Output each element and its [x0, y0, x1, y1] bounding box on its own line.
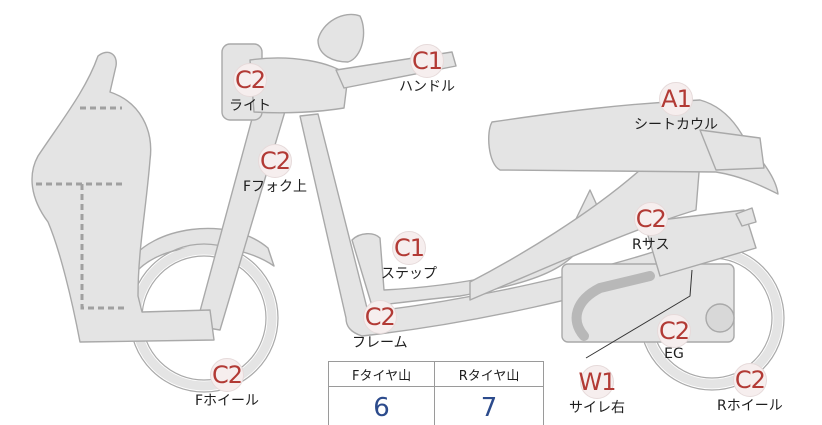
- grade-code: C1: [411, 47, 443, 75]
- grade-badge: C1: [392, 231, 426, 265]
- grade-badge: C2: [732, 363, 767, 397]
- grade-badge: C2: [633, 202, 668, 236]
- part-label: ハンドル: [399, 79, 455, 95]
- part-label: Fフォク上: [243, 179, 308, 195]
- grade-code: C1: [393, 234, 425, 262]
- part-label: Rサス: [632, 237, 670, 253]
- grade-code: C2: [212, 361, 243, 389]
- part-label: シートカウル: [634, 117, 718, 133]
- grade-badge: C2: [233, 63, 267, 97]
- part-label: サイレ右: [569, 400, 625, 416]
- grade-code: W1: [578, 368, 617, 396]
- grade-badge: C2: [657, 314, 691, 348]
- marker-side-cover-right[interactable]: W1 サイレ右: [569, 365, 625, 417]
- part-label: ステップ: [381, 266, 437, 282]
- grade-badge: C2: [258, 144, 293, 178]
- marker-r-sus[interactable]: C2 Rサス: [632, 202, 669, 254]
- part-label: ライト: [229, 98, 271, 114]
- part-label: Rホイール: [717, 398, 783, 414]
- grade-badge: C2: [210, 358, 245, 392]
- marker-frame[interactable]: C2 フレーム: [352, 300, 408, 352]
- grade-code: C2: [635, 205, 667, 233]
- grade-badge: C2: [362, 300, 397, 334]
- part-label: フレーム: [352, 335, 408, 351]
- grade-code: C2: [734, 366, 766, 394]
- leader-line: [585, 269, 693, 359]
- front-tread-header: Fタイヤ山: [327, 361, 436, 387]
- marker-f-wheel[interactable]: C2 Fホイール: [195, 358, 259, 410]
- marker-handle[interactable]: C1 ハンドル: [399, 44, 455, 96]
- leg-shield: [31, 51, 215, 343]
- grade-badge: W1: [578, 365, 617, 399]
- grade-code: C2: [260, 147, 291, 175]
- marker-f-fork-upper[interactable]: C2 Fフォク上: [243, 144, 307, 196]
- front-tread-value: 6: [327, 386, 436, 425]
- rear-tread-value: 7: [434, 386, 544, 425]
- marker-step[interactable]: C1 ステップ: [381, 231, 437, 283]
- marker-eg[interactable]: C2 EG: [657, 314, 691, 362]
- grade-badge: C1: [410, 44, 444, 78]
- rear-tread-header: Rタイヤ山: [434, 361, 544, 387]
- marker-seat-cowl[interactable]: A1 シートカウル: [634, 82, 718, 134]
- marker-light[interactable]: C2 ライト: [229, 63, 271, 115]
- tire-tread-table: Fタイヤ山 Rタイヤ山 6 7: [327, 361, 544, 425]
- part-label: EG: [664, 346, 684, 362]
- mirror: [317, 13, 365, 63]
- grade-code: A1: [661, 85, 692, 113]
- part-label: Fホイール: [195, 393, 260, 409]
- grade-code: C2: [364, 303, 396, 331]
- front-cowl: [249, 57, 349, 114]
- grade-code: C2: [234, 66, 266, 94]
- body-panel: [469, 159, 701, 301]
- rear-shock: [643, 209, 757, 277]
- grade-badge: A1: [659, 82, 693, 116]
- engine: [561, 263, 735, 343]
- grade-code: C2: [658, 317, 690, 345]
- marker-r-wheel[interactable]: C2 Rホイール: [717, 363, 783, 415]
